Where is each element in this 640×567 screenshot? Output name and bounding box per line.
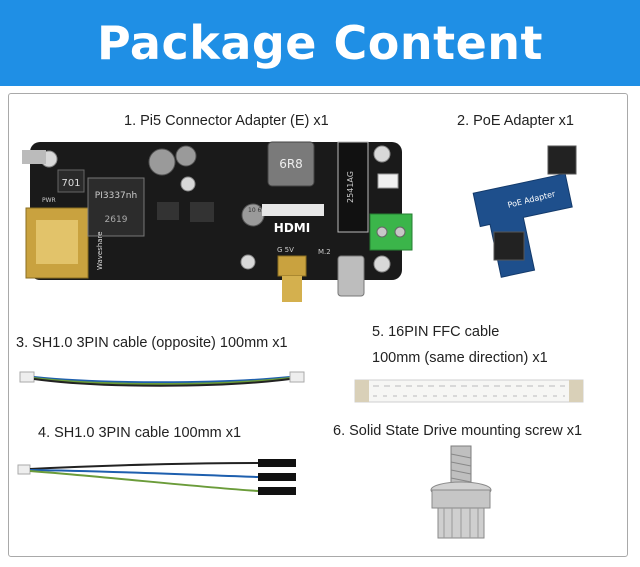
inductor-label: 6R8 [279,157,303,171]
cable-connector-left [19,371,35,383]
cable-connector-right [289,371,305,383]
capacitor [148,148,176,176]
cable-wire [33,376,291,384]
item-label-sh10-cable-opposite: 3. SH1.0 3PIN cable (opposite) 100mm x1 [16,335,288,351]
ffc-connector [262,204,324,216]
sh10-cable-opposite-image [19,371,305,387]
smd-chip [157,202,179,220]
screw-knurl [431,489,491,509]
item-label-sh10-cable: 4. SH1.0 3PIN cable 100mm x1 [38,425,242,441]
pwr-label: PWR [42,197,56,204]
main-chip-number: 2619 [105,215,128,225]
ssd-slot-label: 2541AG [346,171,355,203]
poe-adapter-image: PoE Adapter [472,145,577,278]
micro-hdmi-plug [282,276,302,302]
chip-701 [57,169,85,193]
g-5v-label: G 5V [277,246,294,254]
side-header [22,150,46,164]
sh10-connector [377,173,399,189]
poe-pcb [472,173,573,278]
mounting-hole [373,145,391,163]
cable-wire [29,470,259,492]
ffc-contacts-right [569,380,583,402]
inductor [267,141,315,187]
m2-label: M.2 [318,248,331,256]
cable-wire [29,469,259,478]
cable-connector-left [17,464,31,475]
usb-c-connector [337,255,365,297]
mounting-hole [180,176,196,192]
pi5-connector-adapter-image: 701 PWR PI3337nh 2619 10 63V 6R8 HDMI 25… [22,141,413,302]
mounting-hole [240,254,256,270]
chip-701-label: 701 [61,178,80,189]
smd-chip [190,202,214,222]
capacitor [175,145,197,167]
ffc-contacts-left [355,380,369,402]
poe-header-bottom [493,231,525,261]
main-chip [87,177,145,237]
item-label-ffc-cable-line1: 5. 16PIN FFC cable [372,324,500,340]
cable-wire [33,378,291,387]
power-terminal-block [369,213,413,251]
ssd-mounting-screw-image [430,445,492,539]
main-chip-label: PI3337nh [95,191,137,201]
ffc-cable-image [354,379,584,403]
content-frame [8,93,628,557]
hdmi-logo: HDMI [274,221,310,235]
dupont-connector [258,473,296,481]
m2-ssd-slot [337,141,369,233]
item-label-ssd-screw: 6. Solid State Drive mounting screw x1 [333,423,583,439]
cable-wire [29,462,259,470]
dupont-connector [258,487,296,495]
cable-wire [33,377,291,385]
ffc-ribbon [354,379,584,403]
micro-hdmi-connector [277,255,307,277]
capacitor-label: 10 63V [248,207,270,214]
poe-header-top [547,145,577,175]
item-label-poe-adapter: 2. PoE Adapter x1 [457,113,574,129]
sh10-cable-image [17,459,296,495]
dupont-connector [258,459,296,467]
page-title: Package Content [96,16,544,70]
item-label-pi5-adapter: 1. Pi5 Connector Adapter (E) x1 [124,113,329,129]
hdmi-port-inner [36,220,78,264]
brand-logo: Waveshare [96,231,104,270]
mounting-hole [373,255,391,273]
title-banner: Package Content [0,0,640,86]
terminal-screw [376,226,388,238]
terminal-screw [394,226,406,238]
item-label-ffc-cable-line2: 100mm (same direction) x1 [372,350,548,366]
